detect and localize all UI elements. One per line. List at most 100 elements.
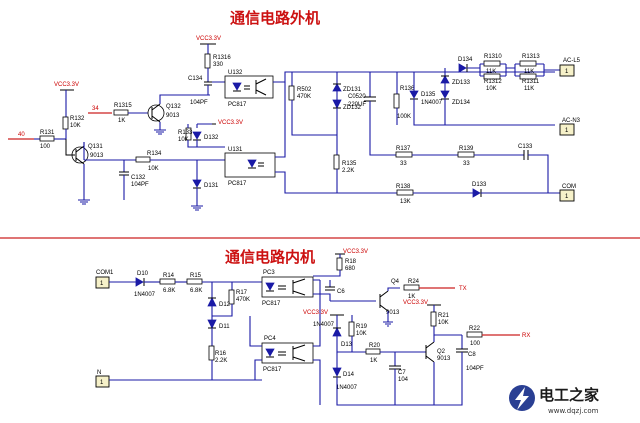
outer-r134-val: 10K (148, 166, 159, 172)
outer-r138 (396, 189, 414, 196)
inner-r14-val: 6.8K (163, 288, 175, 294)
outer-q131-val: 9013 (90, 153, 104, 159)
outer-q131-ref: Q131 (88, 144, 103, 150)
inner-r22 (466, 331, 483, 338)
inner-com1-label: COM1 (96, 270, 114, 276)
outer-r138-val: 13K (400, 199, 411, 205)
outer-r502-ref: R502 (297, 87, 312, 93)
inner-r16-val: 2.2K (215, 358, 227, 364)
inner-pc3 (261, 276, 314, 298)
outer-zd131 (332, 83, 342, 92)
outer-ac-n3-pin: 1 (565, 128, 569, 134)
outer-c132 (119, 171, 129, 176)
outer-r139-val: 33 (463, 161, 470, 167)
outer-r136-val: 100K (397, 114, 411, 120)
outer-r1311-val: 11K (524, 86, 534, 92)
inner-n-pin: 1 (100, 380, 104, 386)
outer-ac-n3-connector (559, 123, 575, 136)
inner-q2-val: 9013 (437, 356, 451, 362)
watermark-logo: 电工之家 www.dqzj.com (509, 385, 599, 415)
watermark-url: www.dqzj.com (548, 407, 599, 415)
outer-r137 (395, 151, 413, 158)
inner-r15-val: 6.8K (190, 288, 202, 294)
outer-r1315-val: 1K (118, 118, 125, 124)
inner-c8-ref: C8 (468, 352, 476, 358)
inner-d11-ref: D11 (219, 324, 230, 330)
outer-c134-ref: C134 (188, 76, 203, 82)
inner-r15 (186, 278, 203, 285)
inner-r22-val: 100 (470, 341, 481, 347)
inner-pc4-val: PC817 (263, 367, 282, 373)
outer-r1316-val: 330 (213, 62, 224, 68)
outer-u132-ref: U132 (228, 70, 243, 76)
outer-r1310-ref: R1310 (484, 54, 502, 60)
inner-q4-ref: Q4 (391, 279, 400, 285)
inner-d12 (207, 297, 217, 307)
inner-d10-ref: D10 (137, 271, 149, 277)
inner-c7 (389, 365, 401, 370)
inner-r18-val: 680 (345, 266, 356, 272)
inner-r21-ref: R21 (438, 313, 450, 319)
inner-d13 (332, 327, 342, 337)
outer-c132-val: 104PF (131, 182, 149, 188)
outer-r1313 (519, 60, 537, 67)
inner-r19-ref: R19 (356, 324, 368, 330)
inner-r14-ref: R14 (163, 273, 175, 279)
outer-pin40-label: 40 (18, 132, 25, 138)
outer-vcc-top: VCC3.3V (196, 36, 221, 42)
outer-r1312-val: 10K (486, 86, 497, 92)
outer-ac-l5-pin: 1 (565, 69, 569, 75)
inner-r19-val: 10K (356, 331, 367, 337)
inner-d11 (207, 319, 217, 329)
inner-r15-ref: R15 (190, 273, 202, 279)
outer-r1312-ref: R1312 (484, 79, 502, 85)
outer-u131-val: PC817 (228, 181, 247, 187)
inner-r16-ref: R16 (215, 351, 227, 357)
outer-zd131-ref: ZD131 (343, 87, 362, 93)
outer-r131 (39, 135, 55, 142)
outer-zd132-ref: ZD132 (343, 105, 362, 111)
outer-r132-ref: R132 (70, 116, 85, 122)
inner-d13-val: 1N4007 (313, 322, 335, 328)
outer-c133 (523, 150, 529, 160)
inner-r22-ref: R22 (469, 326, 481, 332)
outer-r135-val: 2.2K (342, 168, 354, 174)
inner-d12-ref: D12 (219, 302, 231, 308)
inner-com1-pin: 1 (100, 281, 104, 287)
inner-r19 (348, 321, 355, 337)
outer-c134-val: 104PF (190, 100, 208, 106)
outer-pin34-label: 34 (92, 106, 99, 112)
outer-ac-n3-label: AC-N3 (562, 118, 581, 124)
outer-d131 (192, 179, 202, 188)
inner-c6 (325, 286, 335, 291)
inner-n-label: N (97, 370, 101, 376)
inner-r24-val: 1K (408, 294, 415, 300)
outer-com-label: COM (562, 184, 576, 190)
outer-r133-ref: R133 (178, 130, 193, 136)
inner-d14-val: 1N4007 (336, 385, 358, 391)
outer-r502-val: 470K (297, 94, 311, 100)
outer-c134 (204, 81, 212, 86)
outer-ac-l5-label: AC-L5 (563, 58, 581, 64)
outer-r131-ref: R131 (40, 130, 55, 136)
outer-r1316 (204, 53, 211, 69)
outer-r1313-val: 11K (524, 69, 534, 75)
outer-d132-ref: D132 (204, 135, 219, 141)
outer-r138-ref: R138 (396, 184, 411, 190)
inner-pc4 (261, 342, 314, 364)
outer-u131 (224, 152, 276, 178)
outer-r136-ref: R136 (400, 86, 415, 92)
outer-r1315 (113, 109, 129, 116)
outer-r139 (457, 151, 475, 158)
inner-rx-label: RX (522, 333, 530, 339)
outer-zd132 (332, 99, 342, 109)
outer-r502 (288, 85, 295, 101)
outer-vcc-left: VCC3.3V (54, 82, 79, 88)
inner-q2 (425, 341, 435, 363)
inner-pc3-val: PC817 (262, 301, 281, 307)
inner-r21-val: 10K (438, 320, 449, 326)
outer-u132-val: PC817 (228, 102, 247, 108)
inner-vcc-top: VCC3.3V (343, 249, 368, 255)
inner-r17-val: 470K (236, 297, 250, 303)
inner-r21 (430, 311, 437, 327)
